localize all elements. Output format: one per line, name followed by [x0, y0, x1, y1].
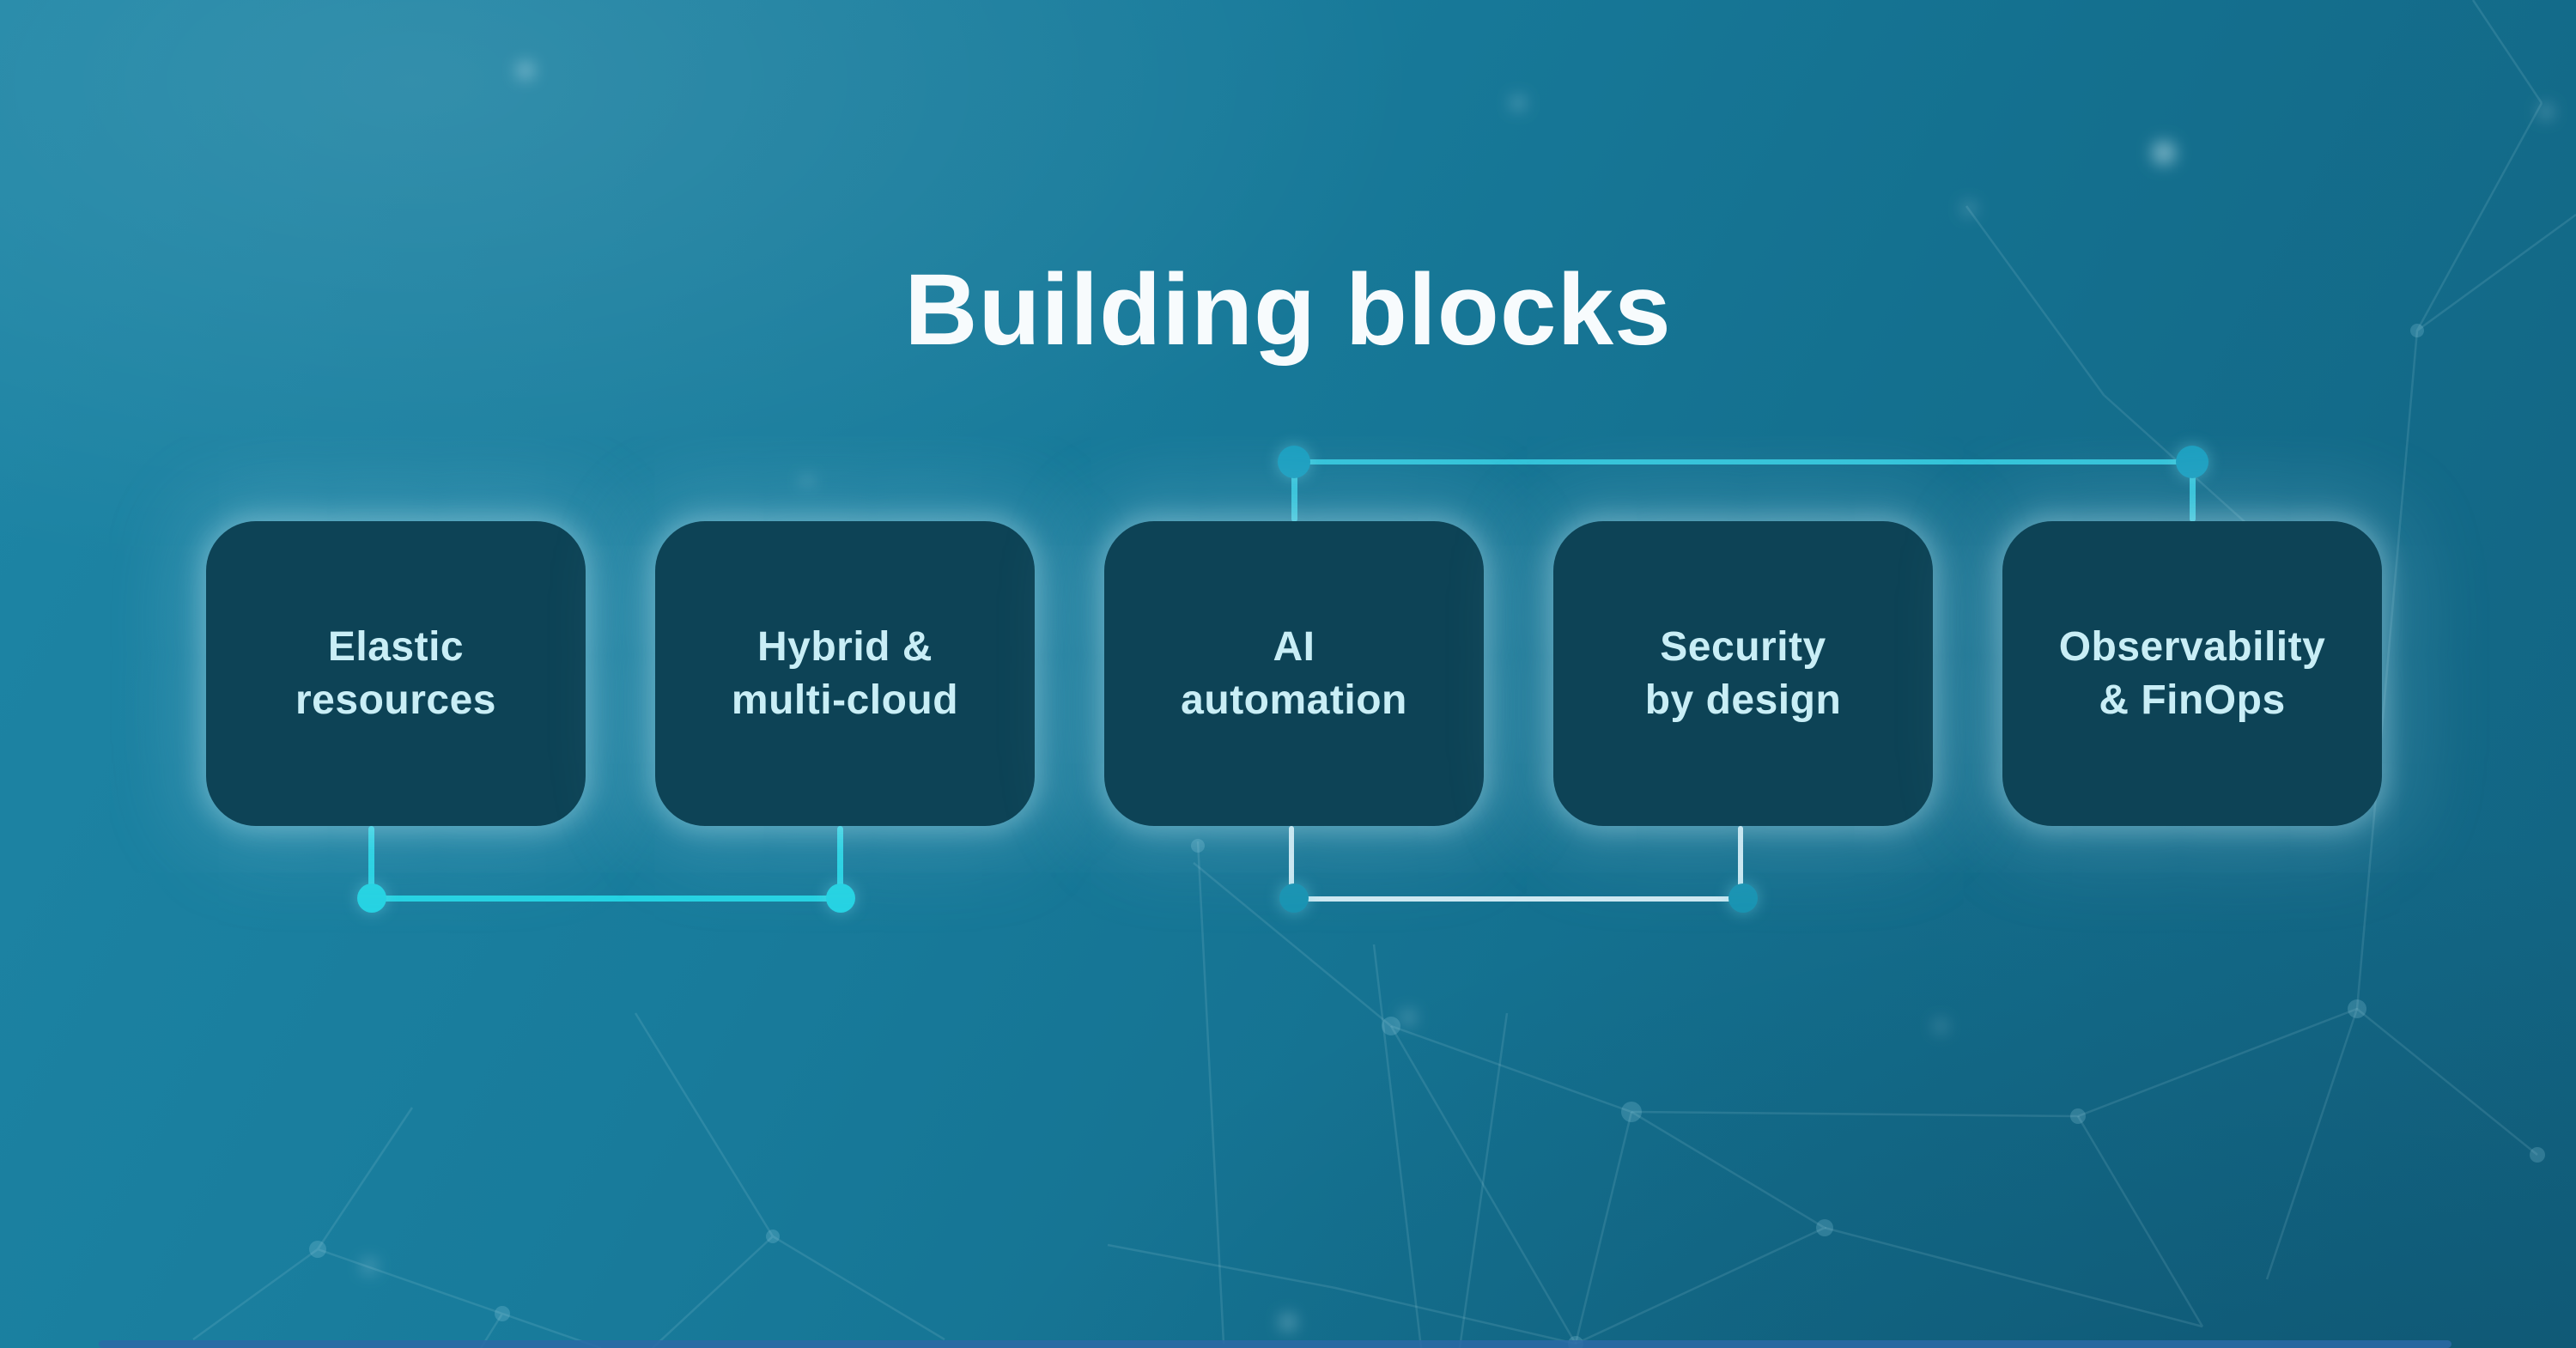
block-label: Security by design [1644, 624, 1842, 723]
block-hybrid-multi-cloud: Hybrid & multi-cloud [655, 521, 1035, 826]
connector-bottom-right-stem-2 [1738, 826, 1743, 898]
connector-bottom-right-stem-1 [1289, 826, 1294, 898]
slide-title: Building blocks [904, 253, 1672, 367]
block-security-by-design: Security by design [1553, 521, 1933, 826]
connector-top-right-stem [2190, 462, 2196, 522]
connector-bottom-left-dot-1 [357, 883, 386, 913]
block-label: Elastic resources [295, 624, 496, 723]
connector-bottom-left-stem-1 [368, 826, 374, 898]
connector-bottom-left-line [372, 896, 843, 902]
bottom-accent-bar [99, 1340, 2451, 1348]
connector-bottom-right-line [1291, 896, 1743, 902]
connector-bottom-left-dot-2 [826, 883, 855, 913]
block-label: Observability & FinOps [2058, 624, 2326, 723]
connector-top-left-dot [1278, 446, 1310, 478]
block-ai-automation: AI automation [1104, 521, 1484, 826]
connector-bottom-left-stem-2 [837, 826, 843, 898]
connector-top-right-dot [2176, 446, 2208, 478]
block-label: AI automation [1181, 624, 1407, 723]
block-elastic-resources: Elastic resources [206, 521, 586, 826]
block-label: Hybrid & multi-cloud [731, 624, 959, 723]
block-observability-finops: Observability & FinOps [2002, 521, 2382, 826]
connector-top-left-stem [1291, 462, 1297, 522]
connector-bottom-right-dot-2 [1728, 883, 1758, 913]
connector-bottom-right-dot-1 [1279, 883, 1309, 913]
connector-top-line [1294, 459, 2192, 465]
